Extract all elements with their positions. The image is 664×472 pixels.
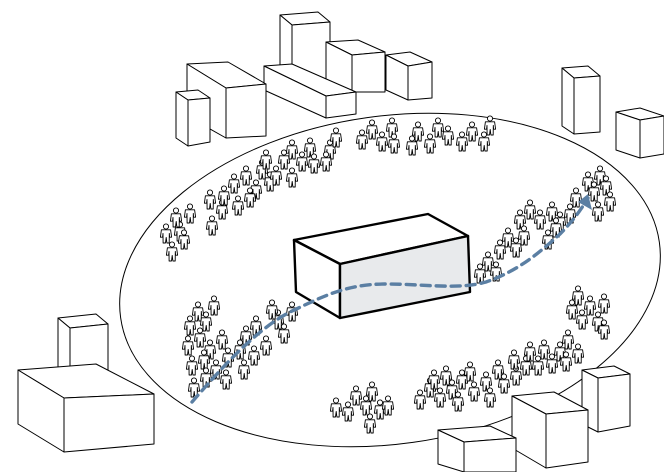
person-figure	[591, 201, 605, 222]
person-figure	[295, 151, 309, 172]
person-figure	[247, 345, 261, 366]
person-figure	[561, 329, 575, 350]
person-figure	[341, 401, 355, 422]
building-wide-bottom-left	[17, 363, 155, 453]
buildings-front	[17, 313, 631, 472]
buildings-back	[175, 11, 664, 159]
person-figure	[183, 203, 197, 224]
building-small-right-top	[385, 51, 433, 101]
person-figure	[571, 343, 585, 364]
person-figure	[517, 225, 531, 246]
person-figure	[583, 295, 597, 316]
person-figure	[545, 353, 559, 374]
person-figure	[465, 121, 479, 142]
central-box	[292, 212, 472, 320]
person-figure	[329, 397, 343, 418]
person-figure	[473, 263, 487, 284]
person-figure	[365, 119, 379, 140]
building-bottom-right-low	[437, 425, 517, 472]
person-figure	[231, 195, 245, 216]
person-figure	[533, 209, 547, 230]
building-bottom-right-mid	[511, 391, 589, 469]
person-figure	[603, 191, 617, 212]
building-mid-top	[325, 39, 386, 93]
person-figure	[375, 131, 389, 152]
person-figure	[183, 315, 197, 336]
person-figure	[165, 241, 179, 262]
person-figure	[483, 387, 497, 408]
person-figure	[467, 381, 481, 402]
person-figure	[239, 165, 253, 186]
person-figure	[363, 413, 377, 434]
person-figure	[219, 369, 233, 390]
person-figure	[207, 295, 221, 316]
building-right-edge	[615, 107, 664, 159]
person-figure	[203, 189, 217, 210]
path-arrowhead	[578, 194, 592, 210]
movement-path	[190, 196, 590, 404]
building-bottom-right-tall	[581, 365, 631, 433]
person-figure	[423, 133, 437, 154]
crowd-arena	[119, 112, 661, 448]
person-figure	[455, 131, 469, 152]
person-figure	[181, 335, 195, 356]
person-figure	[285, 167, 299, 188]
building-small-left-top	[175, 89, 211, 147]
person-figure	[569, 187, 583, 208]
person-figure	[441, 125, 455, 146]
person-figure	[227, 173, 241, 194]
building-right-top	[561, 65, 601, 135]
person-figure	[433, 387, 447, 408]
person-figure	[205, 215, 219, 236]
person-figure	[597, 293, 611, 314]
person-figure	[185, 355, 199, 376]
person-figure	[349, 385, 363, 406]
person-figure	[493, 239, 507, 260]
person-figure	[215, 329, 229, 350]
person-figure	[575, 309, 589, 330]
person-figure	[237, 359, 251, 380]
person-figure	[259, 335, 273, 356]
building-long-top	[263, 63, 357, 119]
person-figure	[307, 153, 321, 174]
person-figure	[523, 199, 537, 220]
person-figure	[431, 117, 445, 138]
person-figure	[413, 389, 427, 410]
person-figure	[537, 339, 551, 360]
person-figure	[355, 129, 369, 150]
person-figure	[159, 223, 173, 244]
